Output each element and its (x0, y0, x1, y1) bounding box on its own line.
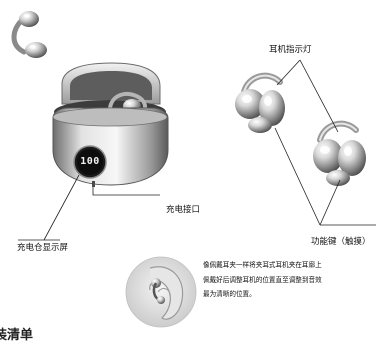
wearing-instructions-line: 最为清晰的位置。 (203, 290, 256, 298)
case-display-label: 充电仓显示屏 (17, 243, 69, 253)
earbud-loose-top-left (11, 11, 47, 58)
function-key-label: 功能键（触摸） (311, 237, 371, 247)
charging-case (52, 62, 169, 187)
ear-wearing-image (125, 256, 197, 328)
earbud-large-left (235, 72, 285, 133)
earbud-large-right (313, 120, 366, 186)
callout-lines (18, 59, 376, 241)
indicator-light-label: 耳机指示灯 (269, 45, 312, 55)
charging-port-label: 充电接口 (166, 205, 201, 215)
wearing-instructions-line: 像佩戴耳夹一样将夹耳式耳机夹在耳廓上 (203, 261, 322, 269)
wearing-instructions: 像佩戴耳夹一样将夹耳式耳机夹在耳廓上 佩戴好后调整耳机的位置直至调整到音效 最为… (203, 258, 377, 302)
case-display-readout: 100 (80, 156, 100, 167)
package-list-heading: 装清单 (0, 328, 34, 343)
wearing-instructions-line: 佩戴好后调整耳机的位置直至调整到音效 (203, 275, 322, 284)
charging-port (92, 181, 95, 187)
